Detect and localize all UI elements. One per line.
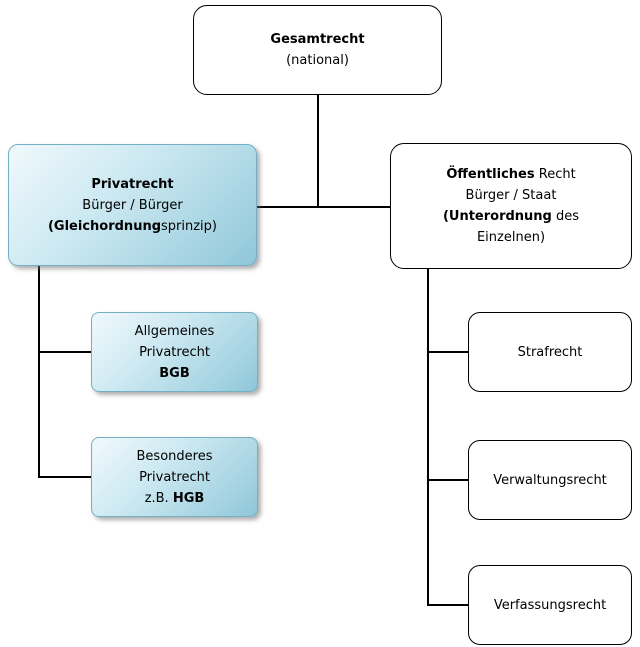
verfassungsrecht-label: Verfassungsrecht (493, 597, 607, 613)
oeffentliches-line2: Bürger / Staat (465, 188, 557, 203)
oeffentliches-line3-bold: (Unterordnung (442, 209, 552, 224)
node-besonderes-privatrecht: Besonderes Privatrecht z.B. HGB (91, 437, 258, 517)
connector-mid-horizontal (256, 206, 390, 208)
connector-left-branch-allgemeines (38, 351, 91, 353)
besonderes-line2: Privatrecht (139, 469, 210, 485)
node-gesamtrecht: Gesamtrecht (national) (193, 5, 442, 95)
oeffentliches-title-regular: Recht (534, 167, 576, 182)
privatrecht-title: Privatrecht (91, 176, 174, 192)
gesamtrecht-subtitle: (national) (286, 53, 349, 68)
oeffentliches-line4: Einzelnen) (476, 230, 546, 245)
connector-root-vertical (317, 94, 319, 208)
allgemeines-line2: Privatrecht (139, 344, 210, 360)
connector-right-branch-verfassungsrecht (427, 604, 468, 606)
connector-right-trunk (427, 268, 429, 606)
verwaltungsrecht-label: Verwaltungsrecht (493, 472, 607, 488)
gesamtrecht-title: Gesamtrecht (270, 32, 365, 47)
besonderes-line3-regular: z.B. (144, 490, 173, 506)
node-privatrecht: Privatrecht Bürger / Bürger (Gleichordnu… (8, 144, 257, 266)
connector-right-branch-verwaltungsrecht (427, 479, 468, 481)
privatrecht-line3-bold: (Gleichordnung (47, 218, 162, 234)
oeffentliches-title-bold: Öffentliches (446, 167, 535, 182)
oeffentliches-line3-regular: des (551, 209, 580, 224)
node-verwaltungsrecht: Verwaltungsrecht (468, 440, 632, 520)
connector-left-branch-besonderes (38, 476, 91, 478)
besonderes-line3-bold: HGB (172, 490, 205, 506)
node-verfassungsrecht: Verfassungsrecht (468, 565, 632, 645)
besonderes-line1: Besonderes (136, 448, 213, 464)
privatrecht-line2: Bürger / Bürger (82, 197, 183, 213)
connector-left-trunk (38, 265, 40, 478)
node-strafrecht: Strafrecht (468, 312, 632, 392)
strafrecht-label: Strafrecht (517, 344, 583, 360)
privatrecht-line3-regular: sprinzip) (161, 218, 217, 234)
node-oeffentliches-recht: Öffentliches Recht Bürger / Staat (Unter… (390, 143, 632, 269)
node-allgemeines-privatrecht: Allgemeines Privatrecht BGB (91, 312, 258, 392)
allgemeines-line1: Allgemeines (134, 323, 215, 339)
connector-right-branch-strafrecht (427, 351, 468, 353)
allgemeines-line3-bold: BGB (159, 365, 190, 381)
